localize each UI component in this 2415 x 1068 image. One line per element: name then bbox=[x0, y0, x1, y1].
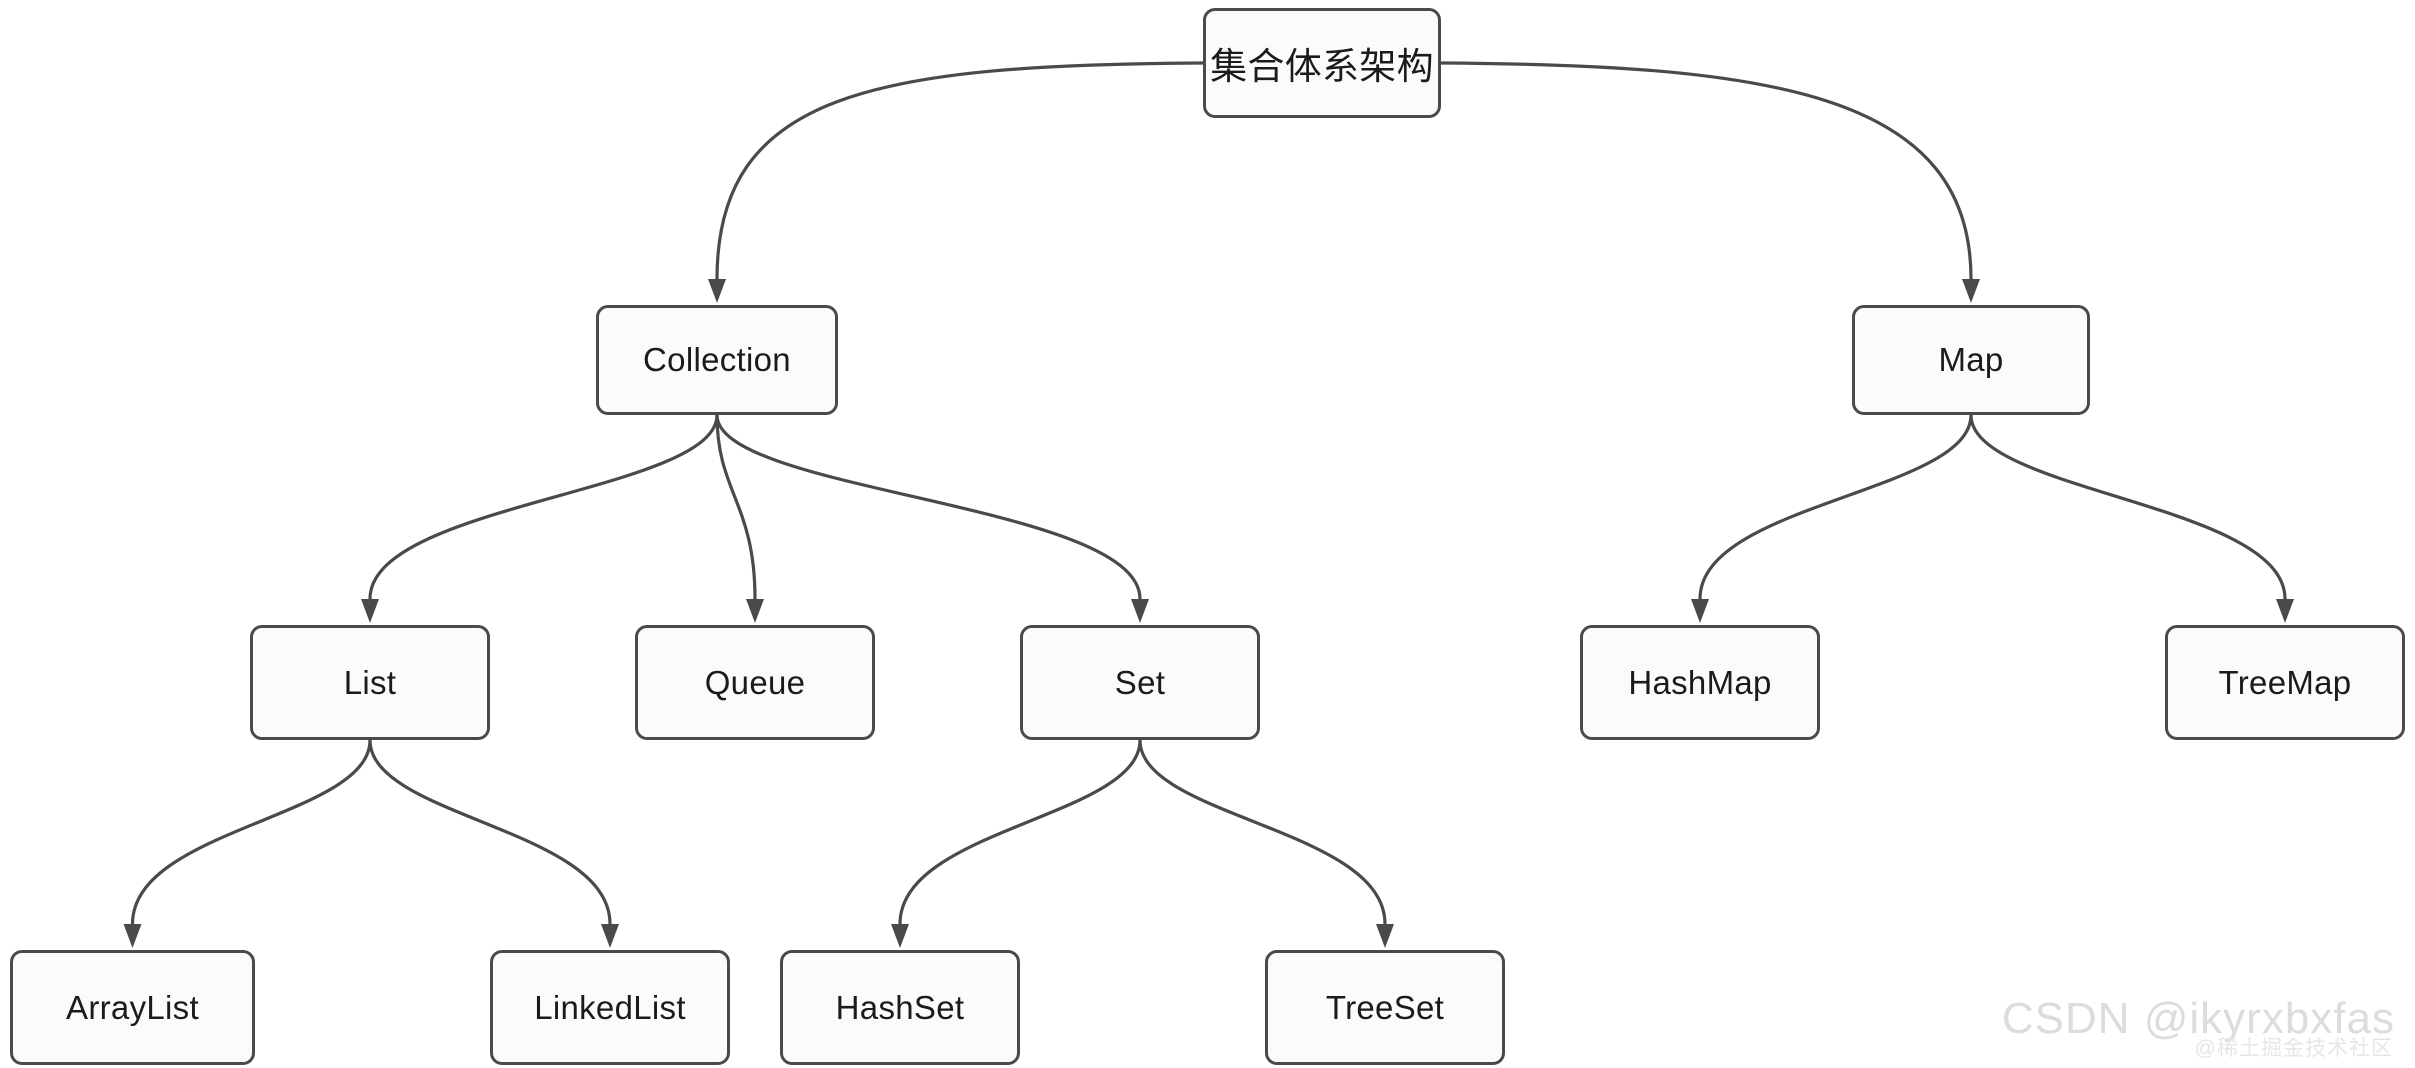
node-root[interactable]: 集合体系架构 bbox=[1203, 8, 1441, 118]
arrowhead-arraylist bbox=[123, 924, 142, 948]
node-list[interactable]: List bbox=[250, 625, 490, 740]
edge-list-to-linkedlist bbox=[368, 738, 612, 926]
node-queue[interactable]: Queue bbox=[635, 625, 875, 740]
arrowhead-hashmap bbox=[1691, 599, 1709, 623]
arrowhead-treemap bbox=[2276, 599, 2294, 623]
node-arraylist[interactable]: ArrayList bbox=[10, 950, 255, 1065]
arrowhead-map bbox=[1962, 279, 1980, 303]
node-map[interactable]: Map bbox=[1852, 305, 2090, 415]
node-label: Set bbox=[1114, 663, 1166, 701]
node-label: LinkedList bbox=[534, 988, 686, 1026]
arrowhead-collection bbox=[708, 279, 726, 303]
node-label: HashSet bbox=[835, 988, 965, 1026]
node-hashmap[interactable]: HashMap bbox=[1580, 625, 1820, 740]
node-collection[interactable]: Collection bbox=[596, 305, 838, 415]
edge-map-to-hashmap bbox=[1698, 413, 1973, 601]
node-treeset[interactable]: TreeSet bbox=[1265, 950, 1505, 1065]
edge-root-to-collection bbox=[715, 61, 1205, 281]
edge-collection-to-set bbox=[715, 413, 1142, 601]
arrowhead-set bbox=[1131, 599, 1149, 623]
node-linkedlist[interactable]: LinkedList bbox=[490, 950, 730, 1065]
node-treemap[interactable]: TreeMap bbox=[2165, 625, 2405, 740]
node-hashset[interactable]: HashSet bbox=[780, 950, 1020, 1065]
arrowhead-treeset bbox=[1376, 924, 1394, 948]
edge-list-to-arraylist bbox=[130, 738, 372, 926]
node-label: Collection bbox=[643, 341, 791, 378]
arrowhead-linkedlist bbox=[601, 924, 619, 948]
edge-collection-to-queue bbox=[715, 413, 757, 601]
edge-map-to-treemap bbox=[1969, 413, 2287, 601]
node-label: Map bbox=[1938, 341, 2004, 378]
node-label: Queue bbox=[704, 663, 806, 701]
watermark-juejin: @稀土掘金技术社区 bbox=[2194, 1037, 2393, 1060]
node-label: HashMap bbox=[1628, 663, 1772, 701]
edge-root-to-map bbox=[1439, 61, 1973, 281]
arrowhead-queue bbox=[746, 599, 764, 623]
arrowhead-list bbox=[361, 599, 379, 623]
edge-set-to-treeset bbox=[1138, 738, 1387, 926]
node-label: TreeMap bbox=[2218, 663, 2352, 701]
arrowhead-hashset bbox=[891, 924, 909, 948]
node-label: List bbox=[343, 663, 397, 701]
node-set[interactable]: Set bbox=[1020, 625, 1260, 740]
node-label: TreeSet bbox=[1325, 988, 1445, 1026]
edge-set-to-hashset bbox=[898, 738, 1142, 926]
watermark-csdn: CSDN @ikyrxbxfas bbox=[2001, 994, 2395, 1043]
node-label: 集合体系架构 bbox=[1210, 46, 1434, 87]
node-label: ArrayList bbox=[66, 988, 199, 1026]
edge-collection-to-list bbox=[368, 413, 719, 601]
